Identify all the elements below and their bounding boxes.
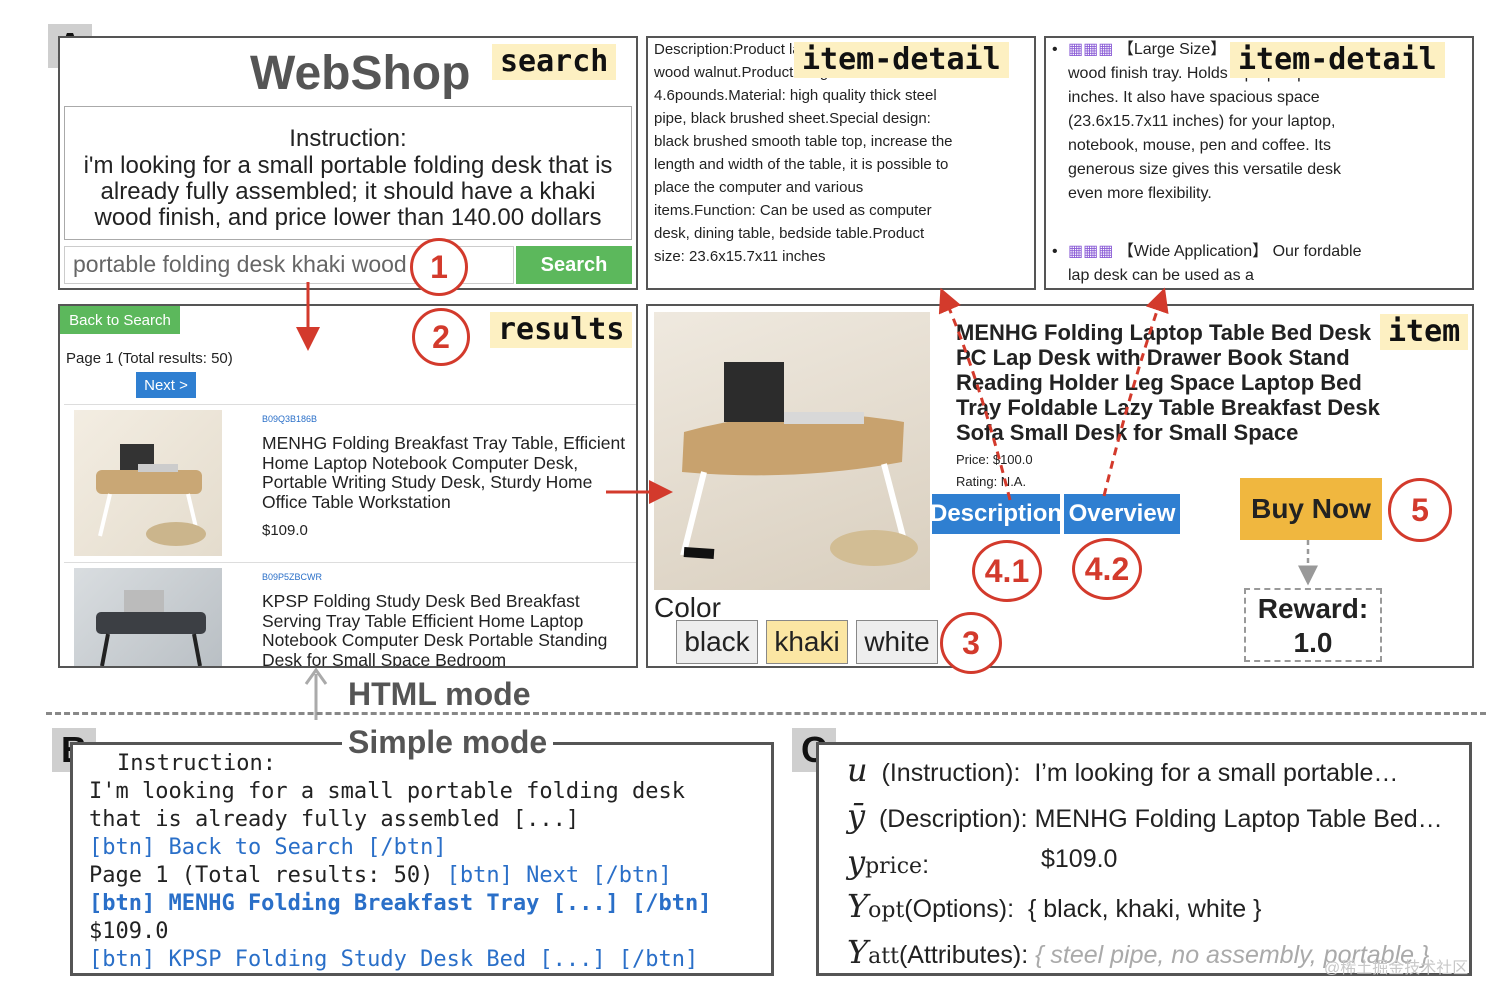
result-asin-2[interactable]: B09P5ZBCWR bbox=[262, 572, 323, 582]
color-option-white[interactable]: white bbox=[856, 620, 938, 664]
item-rating: Rating: N.A. bbox=[956, 474, 1027, 489]
item-panel: MENHG Folding Laptop Table Bed Desk PC L… bbox=[646, 304, 1474, 668]
step-3-marker: 3 bbox=[940, 612, 1002, 674]
reward-box: Reward: 1.0 bbox=[1244, 588, 1382, 662]
webshop-brand: WebShop bbox=[250, 47, 471, 100]
overview-button[interactable]: Overview bbox=[1064, 494, 1180, 534]
formal-row-options: Yopt(Options): { black, khaki, white } bbox=[847, 887, 1262, 925]
result-price-1: $109.0 bbox=[262, 522, 308, 539]
step-4-2-marker: 4.2 bbox=[1072, 538, 1142, 600]
search-panel: WebShop search Instruction: i'm looking … bbox=[58, 36, 638, 290]
search-button[interactable]: Search bbox=[516, 246, 632, 284]
html-mode-label: HTML mode bbox=[348, 676, 531, 712]
simple-mode-panel: Instruction: I'm looking for a small por… bbox=[70, 742, 774, 976]
step-5-marker: 5 bbox=[1388, 478, 1452, 542]
item-detail-tag-2: item-detail bbox=[1230, 42, 1445, 78]
formal-row-attributes: Yatt(Attributes): { steel pipe, no assem… bbox=[847, 933, 1430, 971]
emoji-squares-icon: ▦▦▦ bbox=[1068, 243, 1114, 260]
formal-panel: u (Instruction): I’m looking for a small… bbox=[816, 742, 1472, 976]
item-price: Price: $100.0 bbox=[956, 452, 1033, 467]
color-option-black[interactable]: black bbox=[676, 620, 758, 664]
back-to-search-button[interactable]: Back to Search bbox=[60, 306, 180, 334]
instruction-text: i'm looking for a small portable folding… bbox=[83, 152, 613, 231]
simple-line-7: $109.0 bbox=[89, 919, 169, 944]
desk-photo-icon bbox=[96, 590, 206, 666]
bullet-icon: • bbox=[1052, 41, 1058, 58]
search-input[interactable]: portable folding desk khaki wood bbox=[64, 246, 514, 284]
overview-bullet-2: • ▦▦▦ 【Wide Application】 Our fordable la… bbox=[1052, 240, 1378, 288]
color-option-khaki[interactable]: khaki bbox=[766, 620, 848, 664]
item-image bbox=[654, 312, 930, 590]
results-tag: results bbox=[490, 312, 633, 348]
instruction-box: Instruction: i'm looking for a small por… bbox=[64, 106, 632, 240]
simple-mode-label: Simple mode bbox=[342, 724, 554, 761]
item-title: MENHG Folding Laptop Table Bed Desk PC L… bbox=[956, 320, 1380, 445]
desk-photo-icon bbox=[680, 362, 918, 566]
simple-line-3: that is already fully assembled [...] bbox=[89, 807, 580, 832]
instruction-heading: Instruction: bbox=[289, 125, 407, 152]
simple-line-8: [btn] KPSP Folding Study Desk Bed [...] … bbox=[89, 947, 699, 972]
reward-value: 1.0 bbox=[1293, 627, 1333, 658]
item-detail-tag-1: item-detail bbox=[794, 42, 1009, 78]
item-detail-overview-panel: • ▦▦▦ 【Large Size】 styling with light wo… bbox=[1044, 36, 1474, 290]
arrow-overview-to-detail bbox=[1102, 287, 1169, 497]
simple-line-1: Instruction: bbox=[117, 751, 276, 776]
result-asin-1[interactable]: B09Q3B186B bbox=[262, 414, 318, 424]
result-title-2[interactable]: KPSP Folding Study Desk Bed Breakfast Se… bbox=[262, 591, 608, 668]
step-2-marker: 2 bbox=[412, 308, 470, 366]
simple-line-4: [btn] Back to Search [/btn] bbox=[89, 835, 447, 860]
result-title-1[interactable]: MENHG Folding Breakfast Tray Table, Effi… bbox=[262, 433, 626, 512]
item-tag: item bbox=[1380, 314, 1469, 350]
simple-line-6: [btn] MENHG Folding Breakfast Tray [...]… bbox=[89, 891, 712, 916]
item-detail-description-panel: Description:Product laptop desk.Product … bbox=[646, 36, 1036, 290]
flow-arrows bbox=[296, 282, 1318, 720]
formal-row-price: yprice: bbox=[847, 843, 930, 881]
formal-price-value: $109.0 bbox=[1041, 845, 1118, 873]
result-image-2[interactable] bbox=[74, 568, 222, 666]
description-button[interactable]: Description bbox=[930, 494, 1062, 534]
search-tag: search bbox=[492, 44, 617, 80]
reward-label: Reward: bbox=[1257, 593, 1369, 624]
step-1-marker: 1 bbox=[410, 238, 468, 296]
arrow-description-to-detail bbox=[938, 287, 1012, 501]
formal-row-description: ȳ (Description): MENHG Folding Laptop Ta… bbox=[847, 797, 1443, 835]
formal-row-instruction: u (Instruction): I’m looking for a small… bbox=[847, 751, 1399, 789]
buy-now-button[interactable]: Buy Now bbox=[1240, 478, 1382, 540]
results-panel: Back to Search results Page 1 (Total res… bbox=[58, 304, 638, 668]
result-image-1[interactable] bbox=[74, 410, 222, 556]
emoji-squares-icon: ▦▦▦ bbox=[1068, 41, 1114, 58]
desk-photo-icon bbox=[96, 444, 206, 546]
next-page-button[interactable]: Next > bbox=[136, 372, 196, 398]
results-page-count: Page 1 (Total results: 50) bbox=[66, 350, 233, 367]
simple-line-2: I'm looking for a small portable folding… bbox=[89, 779, 686, 804]
watermark: @稀土掘金技术社区 bbox=[1324, 960, 1469, 977]
step-4-1-marker: 4.1 bbox=[972, 540, 1042, 602]
description-text: Description:Product laptop desk.Product … bbox=[654, 41, 953, 265]
bullet-icon: • bbox=[1052, 243, 1058, 260]
color-label: Color bbox=[654, 592, 721, 623]
simple-line-5: Page 1 (Total results: 50) [btn] Next [/… bbox=[89, 863, 672, 888]
mode-divider bbox=[46, 712, 1486, 715]
